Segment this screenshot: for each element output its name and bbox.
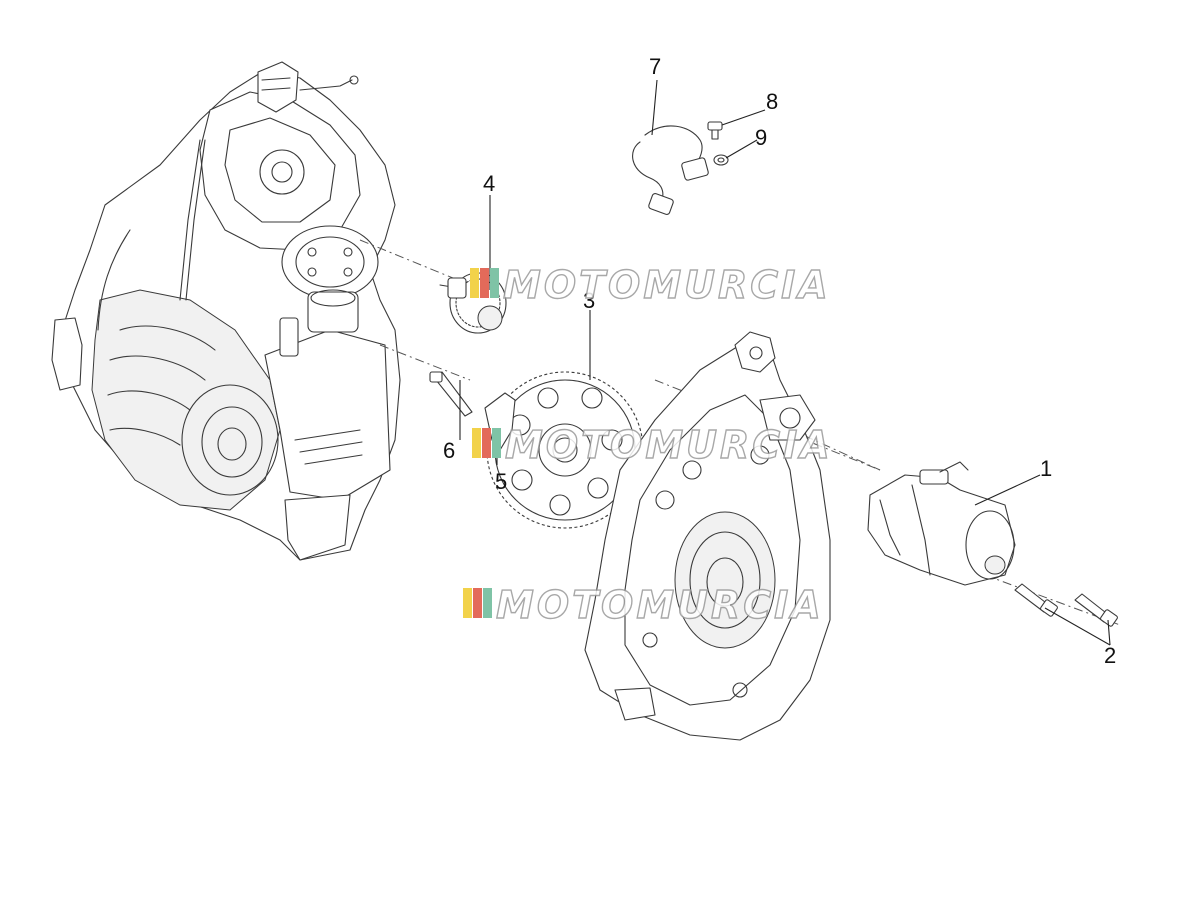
part-7-wiring-harness [632,125,709,215]
callout-numbers: 1 2 3 4 5 6 7 8 9 [443,54,1116,668]
watermark-stripe [473,588,482,618]
watermark-stripe [482,428,491,458]
crankcase-cover [584,331,831,741]
leader-lines [459,79,1111,646]
watermark-stripe [492,428,501,458]
callout-1: 1 [1040,456,1052,481]
watermark-text: MOTOMURCIA [496,583,824,627]
watermark-stripe [483,588,492,618]
part-6-stud-bolt [429,371,473,417]
watermark-stripe [463,588,472,618]
callout-3: 3 [583,288,595,313]
watermark-middle: MOTOMURCIA [472,422,833,468]
callout-5: 5 [495,469,507,494]
watermark-stripe [470,268,479,298]
callout-7: 7 [649,54,661,79]
watermark-stripe [480,268,489,298]
engine-block [51,61,401,561]
callout-8: 8 [766,89,778,114]
callout-6: 6 [443,438,455,463]
part-1-starter-motor [867,461,1016,586]
callout-4: 4 [483,171,495,196]
watermark-text: MOTOMURCIA [503,263,831,307]
watermark-stripe [472,428,481,458]
callout-2: 2 [1104,643,1116,668]
part-9-washer [713,154,729,166]
part-8-screw [707,121,723,140]
watermark-stripe [490,268,499,298]
part-2-bolts [1014,583,1118,627]
watermark-text: MOTOMURCIA [505,423,833,467]
watermark-top: MOTOMURCIA [470,262,831,308]
watermark-bottom: MOTOMURCIA [463,582,824,628]
callout-9: 9 [755,125,767,150]
